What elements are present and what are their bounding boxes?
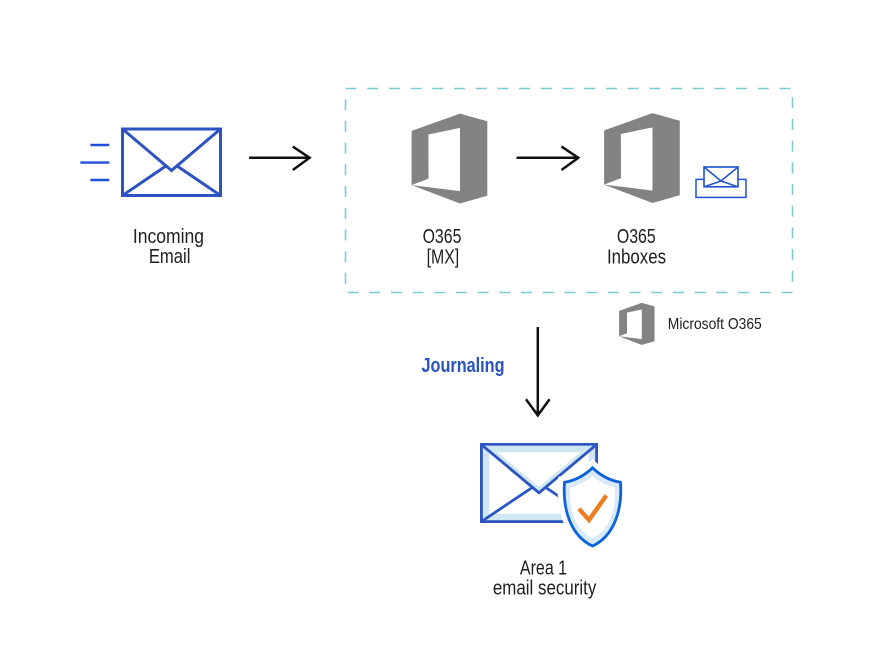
svg-text:Inboxes: Inboxes [607, 245, 666, 268]
svg-text:Journaling: Journaling [422, 354, 505, 376]
svg-text:email security: email security [493, 576, 597, 599]
svg-text:Incoming: Incoming [133, 225, 204, 247]
svg-text:[MX]: [MX] [427, 246, 460, 268]
svg-text:O365: O365 [423, 225, 462, 247]
svg-text:Area 1: Area 1 [520, 557, 567, 579]
svg-text:Microsoft O365: Microsoft O365 [668, 316, 762, 333]
svg-text:O365: O365 [617, 225, 656, 247]
svg-text:Email: Email [149, 245, 191, 268]
